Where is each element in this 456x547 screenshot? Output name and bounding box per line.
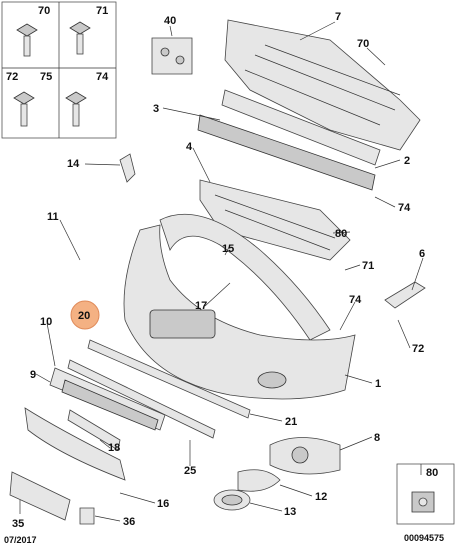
tow-cover (79, 507, 95, 525)
callout-18: 18 (108, 442, 120, 454)
callout-6: 6 (419, 248, 425, 260)
footer-date: 07/2017 (4, 535, 37, 545)
clip-pack (151, 37, 193, 75)
callout-74: 74 (96, 71, 109, 83)
footer-reference: 00094575 (404, 533, 444, 543)
upper-trim (159, 213, 331, 341)
callout-labels: 70 71 72 75 74 40 7 70 3 2 74 14 4 80 11… (6, 5, 438, 530)
callout-8: 8 (374, 432, 380, 444)
callout-4: 4 (186, 141, 193, 153)
callout-16: 16 (157, 498, 169, 510)
lower-grilles (9, 367, 166, 521)
side-bracket (119, 153, 136, 183)
callout-20: 20 (78, 310, 90, 322)
undertray (199, 179, 351, 261)
screw-icon (13, 91, 35, 127)
callout-14: 14 (67, 158, 80, 170)
screw-icon (16, 23, 38, 57)
callout-71-b: 71 (362, 260, 374, 272)
callout-80: 80 (335, 228, 347, 240)
fog-lamp-housing (269, 437, 341, 475)
upper-frame (224, 19, 421, 151)
callout-7: 7 (335, 11, 341, 23)
callout-1: 1 (375, 378, 381, 390)
callout-25: 25 (184, 465, 196, 477)
callout-40: 40 (164, 15, 176, 27)
callout-17: 17 (195, 300, 207, 312)
callout-36: 36 (123, 516, 135, 528)
callout-15: 15 (222, 243, 234, 255)
callout-72-b: 72 (412, 343, 424, 355)
callout-11: 11 (47, 211, 59, 223)
bumper-cover (123, 224, 356, 400)
callout-21: 21 (285, 416, 297, 428)
reinforcement (197, 114, 376, 191)
callout-80-b: 80 (426, 467, 438, 479)
callout-2: 2 (404, 155, 410, 167)
crossmember (221, 89, 381, 166)
bolt-icon (65, 91, 87, 127)
callout-12: 12 (315, 491, 327, 503)
callout-70-b: 70 (357, 38, 369, 50)
leader-lines (19, 21, 424, 522)
callout-75: 75 (40, 71, 52, 83)
callout-71: 71 (96, 5, 108, 17)
callout-35: 35 (12, 518, 24, 530)
callout-10: 10 (40, 316, 52, 328)
callout-13: 13 (284, 506, 296, 518)
callout-3: 3 (153, 103, 159, 115)
callout-74-b: 74 (398, 202, 411, 214)
fog-lamp-bezel (237, 469, 281, 492)
fastener-table (1, 1, 117, 139)
lower-strips (67, 339, 251, 439)
detail-box-80 (396, 463, 455, 525)
bezel-ring (213, 489, 251, 511)
callout-9: 9 (30, 369, 36, 381)
bolt-icon (69, 21, 91, 55)
callout-74-c: 74 (349, 294, 362, 306)
callout-72: 72 (6, 71, 18, 83)
callout-70: 70 (38, 5, 50, 17)
side-mount (384, 281, 426, 309)
highlight-circle (70, 300, 100, 330)
